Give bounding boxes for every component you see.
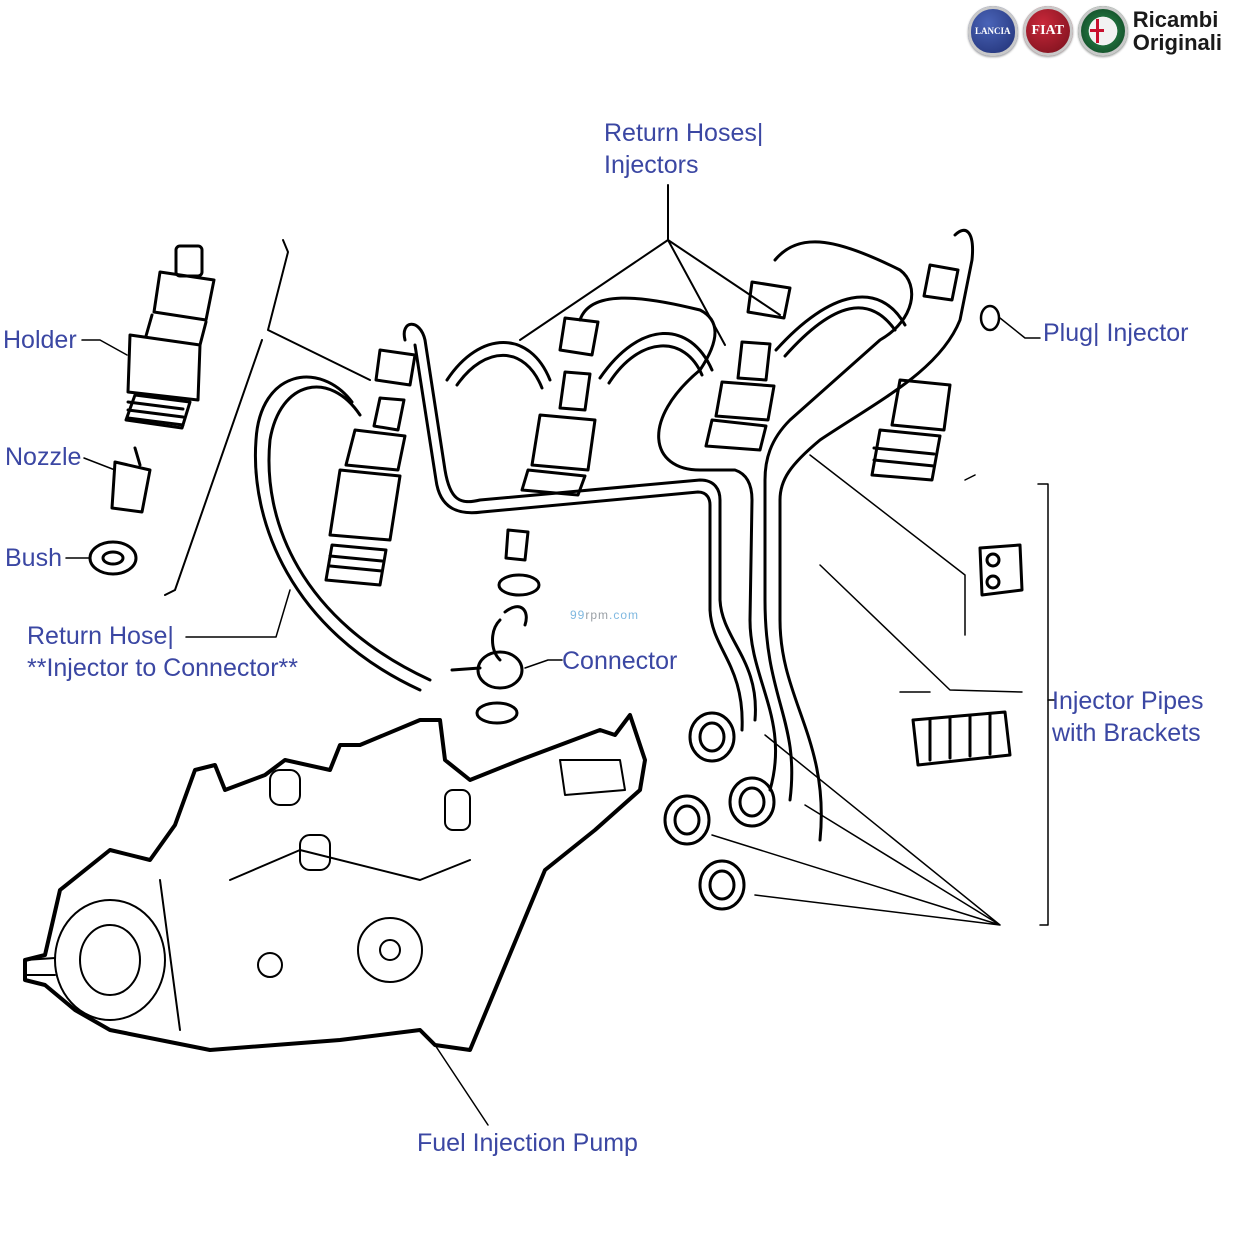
plug-leader — [999, 317, 1041, 339]
injector-2[interactable] — [520, 316, 600, 497]
brand-header: LANCIA FIAT Ricambi Originali — [967, 6, 1222, 56]
pipe-bracket-small[interactable] — [978, 543, 1024, 597]
label-return-hose-line2: **Injector to Connector** — [27, 654, 298, 682]
watermark-prefix: 99 — [570, 608, 586, 622]
injector-1[interactable] — [324, 348, 417, 587]
label-fuel-injection-pump[interactable]: Fuel Injection Pump — [417, 1129, 638, 1157]
watermark: 99rpm.com — [570, 608, 639, 622]
injector-pipes-leaders — [711, 454, 1056, 926]
holder-part[interactable] — [124, 244, 216, 430]
injector-3[interactable] — [704, 280, 792, 452]
nozzle-part[interactable] — [110, 446, 152, 514]
label-injector-pipes-line2: with Brackets — [1052, 719, 1201, 747]
return-hose-leader — [185, 589, 291, 638]
label-return-hose-connector[interactable]: Return Hose| **Injector to Connector** — [27, 620, 298, 684]
label-return-hoses-line1: Return Hoses| — [604, 119, 764, 147]
return-hoses-leaders — [519, 184, 781, 346]
fiat-logo-icon: FIAT — [1022, 6, 1073, 56]
alfa-cross-icon — [1089, 19, 1104, 43]
label-injector-pipes-line1: Injector Pipes — [1052, 687, 1204, 715]
fuel-pump-leader — [434, 1044, 489, 1126]
brand-text: Ricambi Originali — [1133, 8, 1222, 54]
watermark-suffix: .com — [609, 608, 640, 622]
label-holder[interactable]: Holder — [3, 326, 77, 354]
brand-line-2: Originali — [1132, 30, 1222, 55]
label-bush[interactable]: Bush — [5, 544, 62, 572]
label-nozzle[interactable]: Nozzle — [5, 443, 82, 471]
pipe-nuts[interactable] — [663, 711, 776, 911]
connector-leader — [524, 659, 563, 669]
holder-leader — [81, 339, 128, 356]
connector-part[interactable] — [450, 528, 541, 725]
fiat-logo-text: FIAT — [1031, 23, 1064, 38]
holder-group-bracket — [164, 239, 371, 596]
pipe-bracket-large[interactable] — [911, 710, 1012, 767]
watermark-main: rpm — [585, 608, 610, 622]
alfa-romeo-logo-icon — [1077, 6, 1128, 56]
return-hoses[interactable] — [445, 295, 907, 390]
fuel-injection-pump[interactable] — [23, 713, 647, 1052]
lancia-logo-icon: LANCIA — [967, 6, 1018, 56]
return-hose-tube[interactable] — [253, 375, 432, 692]
nozzle-leader — [83, 457, 116, 471]
injector-pipes[interactable] — [402, 228, 975, 842]
brand-line-1: Ricambi — [1132, 7, 1219, 32]
injector-4[interactable] — [870, 263, 960, 482]
label-injector-pipes-brackets[interactable]: Injector Pipes with Brackets — [1052, 685, 1203, 749]
label-return-hoses-line2: Injectors — [604, 151, 699, 179]
label-connector[interactable]: Connector — [562, 647, 678, 675]
label-return-hoses-injectors[interactable]: Return Hoses| Injectors — [604, 117, 763, 181]
fuel-pump-details — [24, 759, 626, 1031]
plug-part[interactable] — [979, 304, 1001, 332]
bush-part[interactable] — [88, 540, 138, 576]
lancia-logo-text: LANCIA — [974, 26, 1011, 36]
label-plug-injector[interactable]: Plug| Injector — [1043, 319, 1189, 347]
label-return-hose-line1: Return Hose| — [27, 622, 174, 650]
